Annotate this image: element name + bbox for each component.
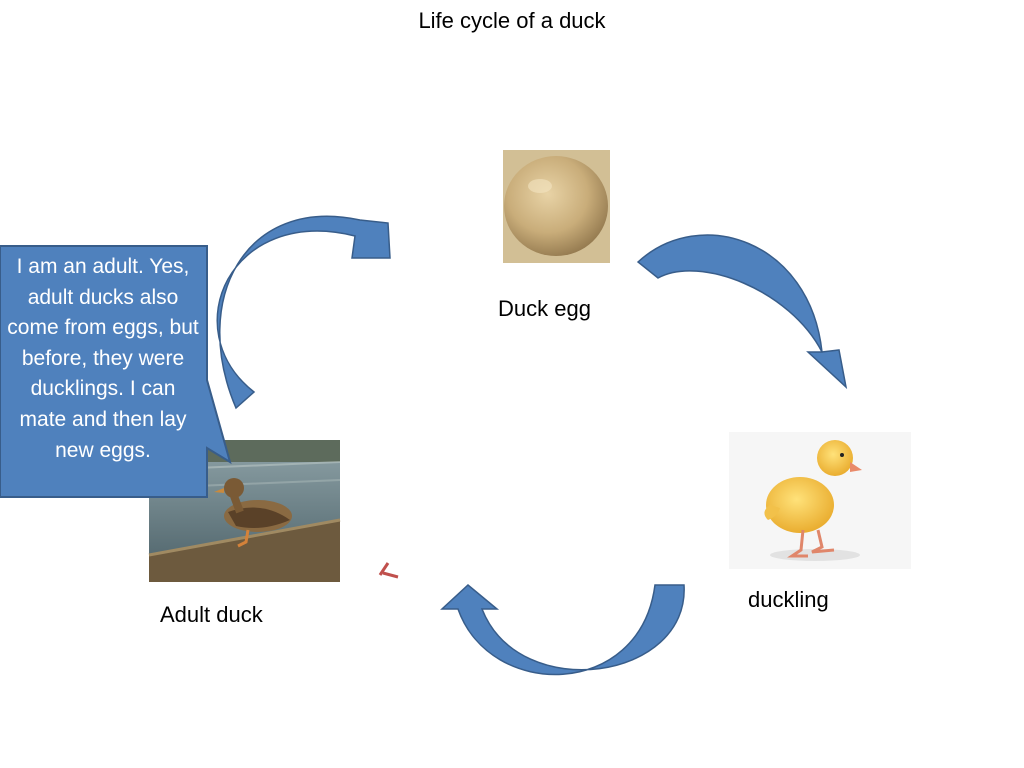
page-title: Life cycle of a duck (418, 8, 606, 33)
label-duckling: duckling (748, 587, 829, 612)
cycle-arrow-duckling-to-adult (440, 584, 685, 676)
callout-shape (0, 245, 232, 498)
cycle-arrow-egg-to-duckling (636, 234, 848, 390)
cycle-arrow-adult-to-egg (216, 215, 391, 410)
label-duck-egg: Duck egg (498, 296, 591, 321)
callout-text: I am an adult. Yes, adult ducks also com… (7, 255, 199, 462)
label-adult-duck: Adult duck (160, 602, 263, 627)
duckling-image (729, 432, 911, 569)
duck-egg-image (503, 150, 610, 263)
red-tick-mark (378, 562, 399, 579)
